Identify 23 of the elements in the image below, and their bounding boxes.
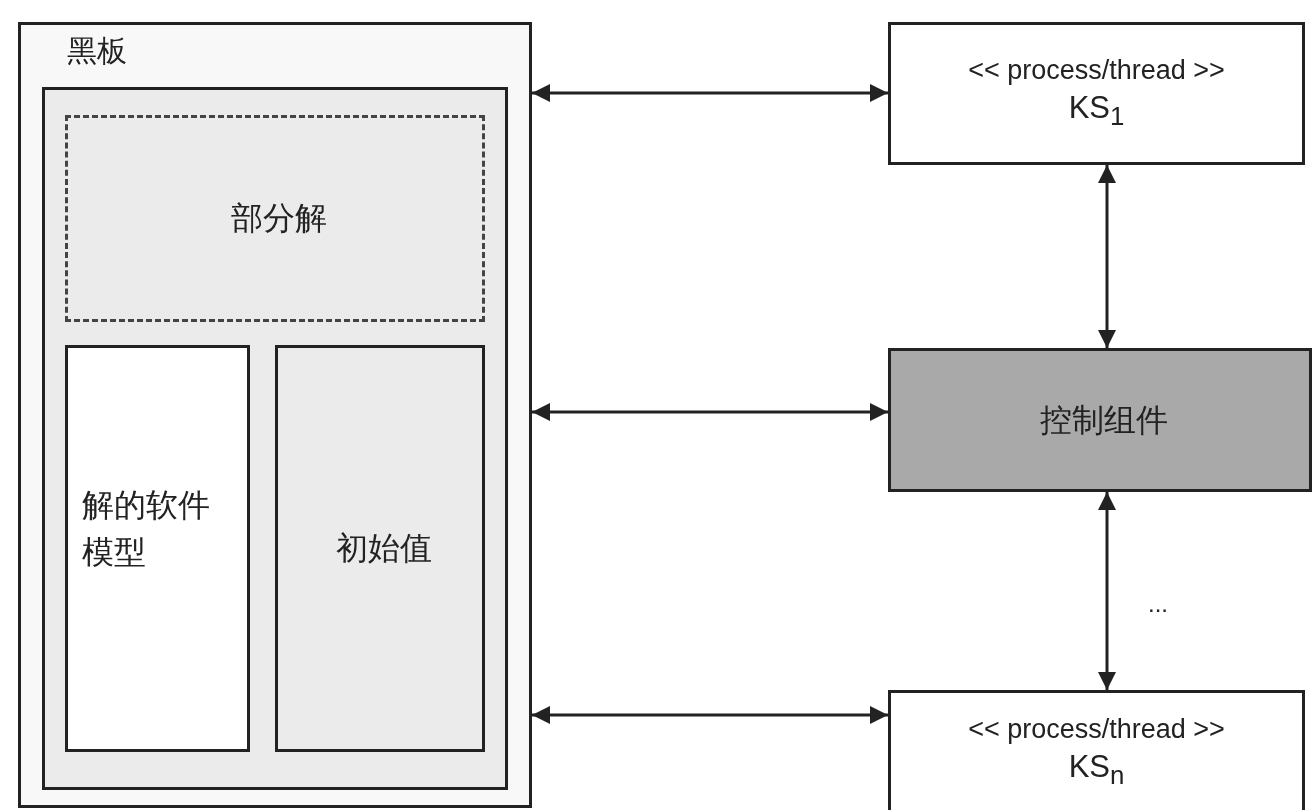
node-label: 初始值 xyxy=(336,529,432,569)
title-label: 黑板 xyxy=(67,33,127,69)
arrow xyxy=(532,403,888,421)
dashed-box xyxy=(65,115,485,322)
process-box xyxy=(888,690,1305,810)
inner-panel xyxy=(42,87,508,790)
node-label: KS$_{n}$ xyxy=(1068,747,1125,791)
node-label: KS$_{1}$ xyxy=(1068,89,1125,133)
process-box xyxy=(888,348,1312,492)
node-label: 解的软件模型 xyxy=(82,486,211,572)
node-label: 部分解 xyxy=(231,199,327,239)
blackboard-box xyxy=(18,22,532,808)
arrow xyxy=(1098,165,1116,348)
process-box xyxy=(65,345,250,752)
stereotype-label: << process/thread >> xyxy=(968,54,1225,88)
node-label: 控制组件 xyxy=(1040,400,1168,440)
stereotype-label: << process/thread >> xyxy=(968,712,1225,746)
arrow xyxy=(532,84,888,102)
process-box xyxy=(888,22,1305,165)
ellipsis-label: ... xyxy=(1148,590,1168,618)
arrow xyxy=(1098,492,1116,690)
arrow xyxy=(532,706,888,724)
process-box xyxy=(275,345,485,752)
